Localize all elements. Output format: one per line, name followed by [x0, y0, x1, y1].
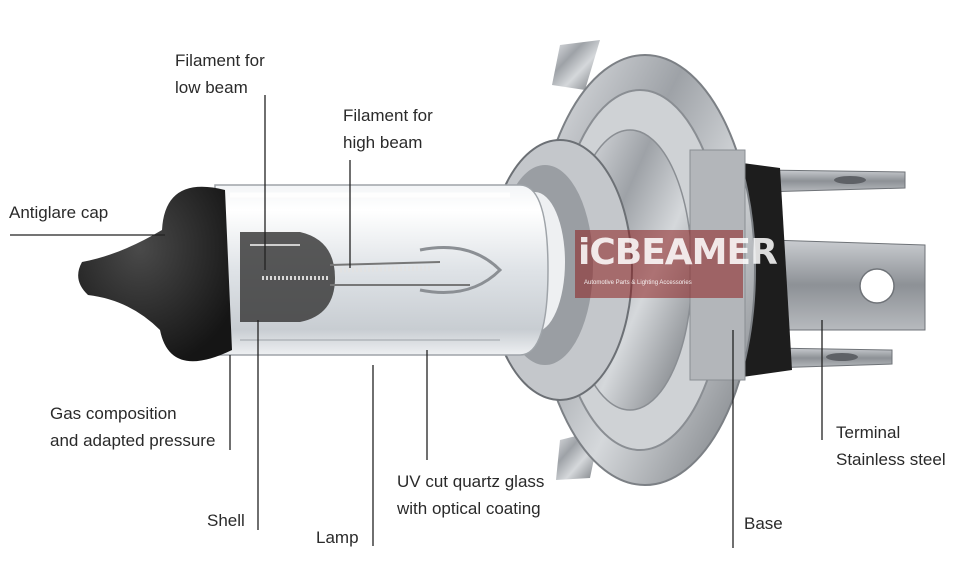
label-terminal-line2: Stainless steel — [836, 450, 946, 469]
antiglare-cap — [78, 186, 233, 362]
label-filament-high: Filament for high beam — [343, 102, 433, 156]
label-uv-glass-line2: with optical coating — [397, 499, 541, 518]
label-shell-text: Shell — [207, 511, 245, 530]
label-base-text: Base — [744, 514, 783, 533]
label-lamp-text: Lamp — [316, 528, 359, 547]
leader-lines — [10, 95, 823, 548]
label-filament-low-line2: low beam — [175, 78, 248, 97]
label-base: Base — [744, 510, 783, 537]
filaments — [262, 246, 503, 294]
label-filament-low-line1: Filament for — [175, 51, 265, 70]
label-gas: Gas composition and adapted pressure — [50, 400, 215, 454]
label-filament-high-line1: Filament for — [343, 106, 433, 125]
watermark: iCBEAMER Automotive Parts & Lighting Acc… — [578, 232, 778, 296]
watermark-subtitle: Automotive Parts & Lighting Accessories — [584, 280, 692, 286]
label-antiglare-cap-text: Antiglare cap — [9, 203, 109, 222]
label-uv-glass: UV cut quartz glass with optical coating — [397, 468, 544, 522]
label-shell: Shell — [207, 507, 245, 534]
label-antiglare-cap: Antiglare cap — [9, 199, 108, 226]
label-uv-glass-line1: UV cut quartz glass — [397, 472, 545, 491]
watermark-title: iCBEAMER — [578, 232, 778, 273]
label-filament-low: Filament for low beam — [175, 47, 265, 101]
label-gas-line1: Gas composition — [50, 404, 177, 423]
watermark-bg — [575, 230, 743, 298]
label-lamp: Lamp — [316, 524, 359, 551]
label-filament-high-line2: high beam — [343, 133, 423, 152]
label-terminal-line1: Terminal — [836, 423, 901, 442]
label-terminal: Terminal Stainless steel — [836, 419, 946, 473]
label-gas-line2: and adapted pressure — [50, 431, 216, 450]
